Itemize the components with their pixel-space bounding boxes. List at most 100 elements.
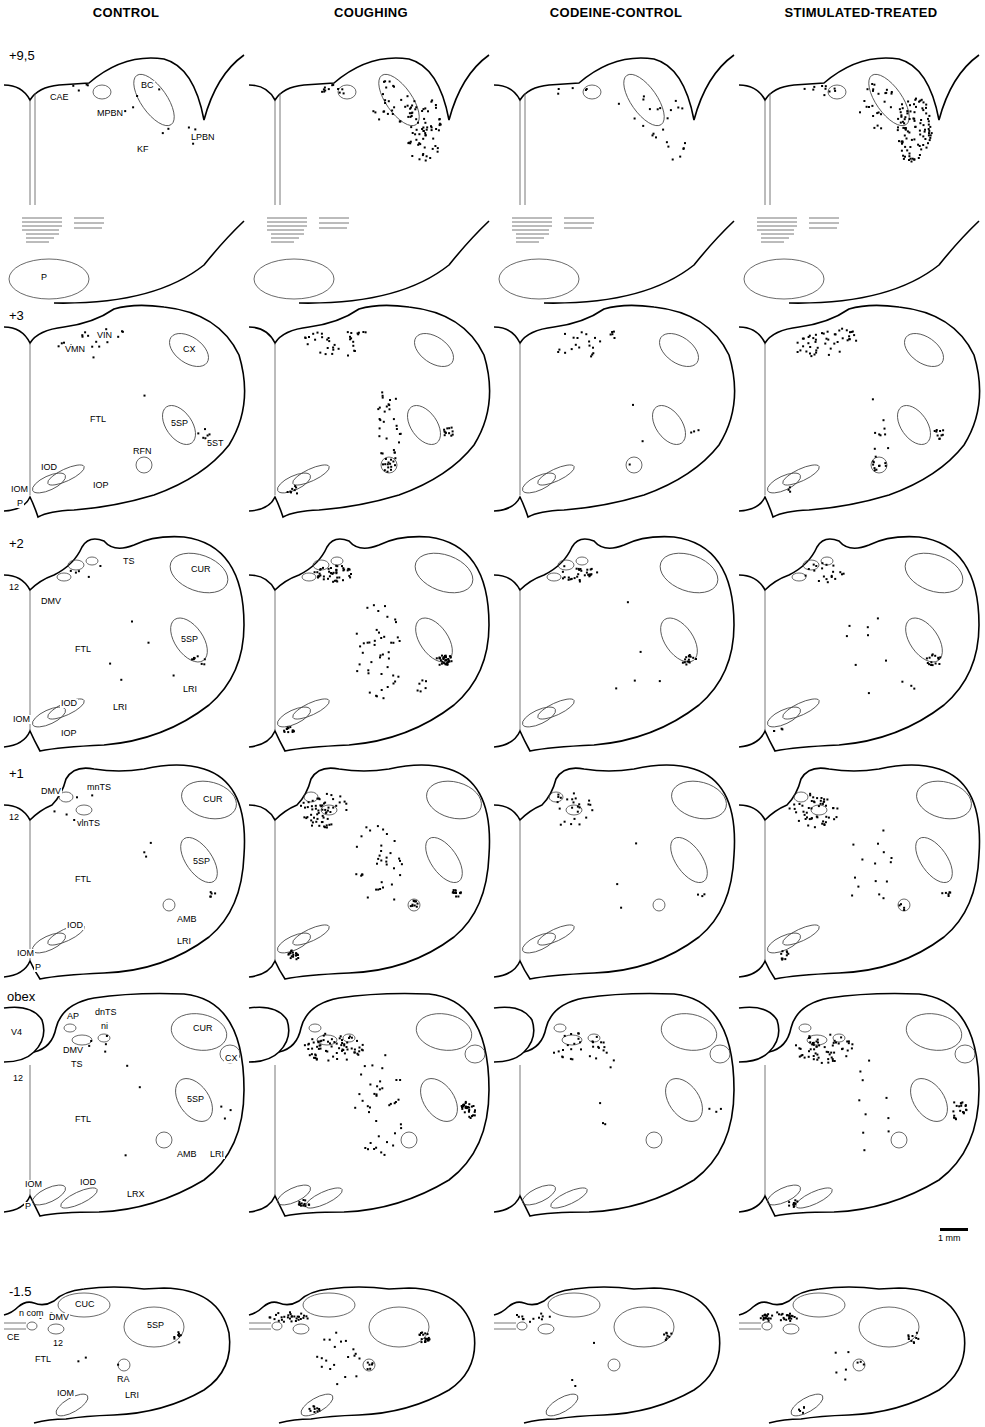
labelled-neuron-dot [392, 675, 394, 677]
labelled-neuron-dot [377, 408, 379, 410]
labelled-neuron-dot [72, 85, 74, 87]
section-panel [494, 1287, 720, 1423]
labelled-neuron-dot [915, 106, 917, 108]
labelled-neuron-dot [872, 115, 874, 117]
labelled-neuron-dot [390, 852, 392, 854]
labelled-neuron-dot [818, 1057, 820, 1059]
labelled-neuron-dot [359, 1358, 361, 1360]
labelled-neuron-dot [908, 1338, 910, 1340]
labelled-neuron-dot [380, 850, 382, 852]
section-line [271, 238, 299, 239]
nucleus-outline [86, 557, 98, 565]
labelled-neuron-dot [529, 1321, 531, 1323]
labelled-neuron-dot [124, 110, 126, 112]
labelled-neuron-dot [292, 730, 294, 732]
section-line [525, 93, 526, 205]
labelled-neuron-dot [670, 109, 672, 111]
labelled-neuron-dot [907, 101, 909, 103]
labelled-neuron-dot [667, 146, 669, 148]
section-panel [4, 537, 244, 751]
labelled-neuron-dot [331, 353, 333, 355]
labelled-neuron-dot [334, 580, 336, 582]
labelled-neuron-dot [384, 99, 386, 101]
labelled-neuron-dot [835, 1352, 837, 1354]
labelled-neuron-dot [924, 129, 926, 131]
labelled-neuron-dot [677, 107, 679, 109]
labelled-neuron-dot [421, 1338, 423, 1340]
labelled-neuron-dot [304, 337, 306, 339]
labelled-neuron-dot [422, 153, 424, 155]
labelled-neuron-dot [369, 1368, 371, 1370]
labelled-neuron-dot [455, 896, 457, 898]
labelled-neuron-dot [786, 954, 788, 956]
labelled-neuron-dot [432, 138, 434, 140]
labelled-neuron-dot [316, 1356, 318, 1358]
labelled-neuron-dot [324, 90, 326, 92]
labelled-neuron-dot [413, 900, 415, 902]
nucleus-outline [547, 573, 561, 581]
labelled-neuron-dot [311, 1053, 313, 1055]
labelled-neuron-dot [382, 463, 384, 465]
labelled-neuron-dot [331, 1038, 333, 1040]
labelled-neuron-dot [802, 1412, 804, 1414]
labelled-neuron-dot [367, 669, 369, 671]
labelled-neuron-dot [351, 1037, 353, 1039]
labelled-neuron-dot [908, 155, 910, 157]
labelled-neuron-dot [927, 142, 929, 144]
labelled-neuron-dot [330, 823, 332, 825]
labelled-neuron-dot [304, 807, 306, 809]
labelled-neuron-dot [538, 1317, 540, 1319]
labelled-neuron-dot [826, 338, 828, 340]
labelled-neuron-dot [424, 147, 426, 149]
labelled-neuron-dot [314, 571, 316, 573]
labelled-neuron-dot [965, 1105, 967, 1107]
labelled-neuron-dot [928, 120, 930, 122]
labelled-neuron-dot [419, 158, 421, 160]
labelled-neuron-dot [348, 1037, 350, 1039]
nucleus-outline [898, 899, 910, 911]
labelled-neuron-dot [91, 794, 93, 796]
nucleus-outline [409, 327, 460, 374]
labelled-neuron-dot [823, 823, 825, 825]
labelled-neuron-dot [592, 347, 594, 349]
column-header: CODEINE-CONTROL [550, 6, 682, 19]
labelled-neuron-dot [689, 654, 691, 656]
section-outline [739, 994, 979, 1217]
labelled-neuron-dot [383, 111, 385, 113]
labelled-neuron-dot [383, 636, 385, 638]
labelled-neuron-dot [803, 338, 805, 340]
labelled-neuron-dot [855, 340, 857, 342]
labelled-neuron-dot [211, 893, 213, 895]
labelled-neuron-dot [693, 430, 695, 432]
labelled-neuron-dot [320, 1048, 322, 1050]
labelled-neuron-dot [316, 813, 318, 815]
nucleus-outline [646, 400, 693, 451]
section-line [564, 218, 594, 219]
section-panel [739, 55, 979, 205]
labelled-neuron-dot [815, 334, 817, 336]
labelled-neuron-dot [815, 339, 817, 341]
labelled-neuron-dot [822, 803, 824, 805]
nucleus-outline [98, 1034, 110, 1042]
labelled-neuron-dot [339, 801, 341, 803]
labelled-neuron-dot [369, 1107, 371, 1109]
labelled-neuron-dot [329, 811, 331, 813]
section-line [275, 343, 276, 495]
structure-label: LRX [126, 1190, 146, 1199]
labelled-neuron-dot [381, 1087, 383, 1089]
labelled-neuron-dot [910, 1340, 912, 1342]
labelled-neuron-dot [99, 565, 101, 567]
section-line [4, 1323, 26, 1324]
labelled-neuron-dot [434, 145, 436, 147]
labelled-neuron-dot [321, 821, 323, 823]
labelled-neuron-dot [826, 564, 828, 566]
labelled-neuron-dot [925, 104, 927, 106]
labelled-neuron-dot [78, 570, 80, 572]
section-line [564, 223, 594, 224]
labelled-neuron-dot [399, 121, 401, 123]
labelled-neuron-dot [572, 87, 574, 89]
labelled-neuron-dot [392, 85, 394, 87]
labelled-neuron-dot [885, 92, 887, 94]
labelled-neuron-dot [448, 432, 450, 434]
labelled-neuron-dot [289, 491, 291, 493]
